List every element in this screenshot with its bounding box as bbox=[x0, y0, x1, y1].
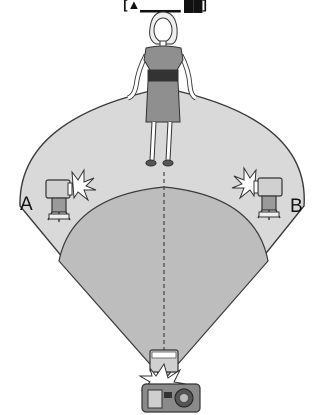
flash-burst-b bbox=[231, 166, 257, 200]
flash-b-label: B bbox=[290, 196, 303, 217]
flash-burst-a bbox=[71, 168, 97, 202]
flash-a-label: A bbox=[20, 194, 33, 215]
camera-with-flash-icon bbox=[138, 349, 201, 413]
header-caption: [▲▁▁▁▁ ██] bbox=[123, 0, 207, 13]
flash-unit-b bbox=[231, 166, 283, 220]
flash-unit-a bbox=[45, 168, 97, 222]
woman-figure bbox=[127, 11, 198, 167]
